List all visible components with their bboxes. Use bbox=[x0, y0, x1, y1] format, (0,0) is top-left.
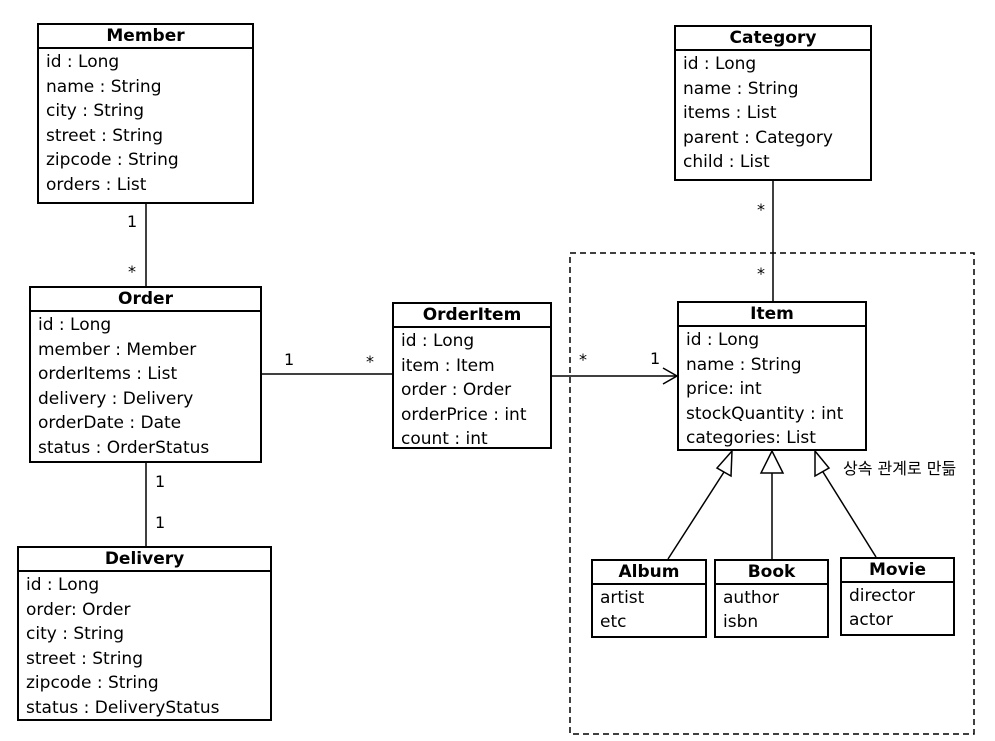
member-class-name: Member bbox=[39, 25, 252, 49]
multiplicity-label: * bbox=[366, 352, 374, 371]
category-attributes: id : Long name : String items : List par… bbox=[676, 51, 870, 175]
category-attr: name : String bbox=[683, 78, 799, 99]
category-class: Category id : Long name : String items :… bbox=[674, 25, 872, 181]
delivery-attributes: id : Long order: Order city : String str… bbox=[19, 572, 270, 720]
orderitem-attr: count : int bbox=[401, 429, 488, 449]
category-class-name: Category bbox=[676, 27, 870, 51]
album-attr: etc bbox=[600, 612, 627, 632]
item-attr: price: int bbox=[686, 379, 762, 399]
member-attr: id : Long bbox=[46, 52, 120, 72]
orderitem-attributes: id : Long item : Item order : Order orde… bbox=[394, 328, 550, 452]
multiplicity-label: 1 bbox=[284, 350, 295, 369]
album-attributes: artist etc bbox=[593, 585, 705, 634]
member-attr: zipcode : String bbox=[46, 150, 179, 170]
order-attr: status : OrderStatus bbox=[38, 437, 210, 458]
item-attr: name : String bbox=[686, 354, 802, 375]
generalization-triangle-center bbox=[759, 449, 785, 474]
order-class: Order id : Long member : Member orderIte… bbox=[29, 286, 262, 463]
orderitem-class-name: OrderItem bbox=[394, 304, 550, 328]
item-attr: id : Long bbox=[686, 330, 760, 350]
order-class-name: Order bbox=[31, 288, 260, 312]
multiplicity-label: 1 bbox=[650, 349, 661, 368]
delivery-attr: status : DeliveryStatus bbox=[26, 697, 220, 718]
category-attr: id : Long bbox=[683, 54, 757, 74]
order-attr: orderItems : List bbox=[38, 364, 178, 384]
delivery-class-name: Delivery bbox=[19, 548, 270, 572]
member-attributes: id : Long name : String city : String st… bbox=[39, 49, 252, 197]
multiplicity-label: 1 bbox=[155, 513, 166, 532]
album-class-name: Album bbox=[593, 561, 705, 585]
generalization-triangle-right bbox=[814, 448, 831, 478]
generalization-triangle-left bbox=[715, 448, 733, 478]
orderitem-attr: orderPrice : int bbox=[401, 404, 527, 425]
category-attr: parent : Category bbox=[683, 127, 833, 148]
book-class-name: Book bbox=[716, 561, 827, 585]
album-class: Album artist etc bbox=[591, 559, 707, 638]
multiplicity-label: 1 bbox=[127, 212, 138, 231]
order-attr: orderDate : Date bbox=[38, 413, 182, 433]
movie-class-name: Movie bbox=[842, 559, 953, 583]
member-attr: orders : List bbox=[46, 174, 147, 195]
multiplicity-label: * bbox=[128, 262, 136, 281]
delivery-attr: street : String bbox=[26, 648, 143, 669]
member-attr: city : String bbox=[46, 101, 145, 121]
delivery-class: Delivery id : Long order: Order city : S… bbox=[17, 546, 272, 721]
album-attr: artist bbox=[600, 588, 645, 608]
order-attr: member : Member bbox=[38, 339, 197, 360]
member-class: Member id : Long name : String city : St… bbox=[37, 23, 254, 204]
member-attr: street : String bbox=[46, 125, 163, 146]
orderitem-class: OrderItem id : Long item : Item order : … bbox=[392, 302, 552, 449]
multiplicity-label: * bbox=[757, 264, 765, 283]
item-class-name: Item bbox=[679, 303, 865, 327]
orderitem-attr: id : Long bbox=[401, 331, 475, 351]
delivery-attr: zipcode : String bbox=[26, 673, 159, 693]
orderitem-attr: order : Order bbox=[401, 380, 512, 400]
category-attr: child : List bbox=[683, 152, 770, 172]
inheritance-boundary bbox=[569, 252, 975, 735]
movie-attr: actor bbox=[849, 610, 893, 630]
delivery-attr: city : String bbox=[26, 624, 125, 644]
item-attr: stockQuantity : int bbox=[686, 403, 844, 424]
album-generalization-line bbox=[667, 471, 725, 560]
item-class: Item id : Long name : String price: int … bbox=[677, 301, 867, 451]
delivery-attr: id : Long bbox=[26, 575, 100, 595]
orderitem-attr: item : Item bbox=[401, 355, 495, 376]
order-attr: delivery : Delivery bbox=[38, 388, 194, 409]
movie-attributes: director actor bbox=[842, 583, 953, 632]
item-attr: categories: List bbox=[686, 428, 816, 448]
multiplicity-label: * bbox=[757, 200, 765, 219]
delivery-attr: order: Order bbox=[26, 599, 131, 620]
movie-attr: director bbox=[849, 586, 915, 606]
order-attr: id : Long bbox=[38, 315, 112, 335]
book-attributes: author isbn bbox=[716, 585, 827, 634]
book-class: Book author isbn bbox=[714, 559, 829, 638]
item-attributes: id : Long name : String price: int stock… bbox=[679, 327, 865, 451]
movie-class: Movie director actor bbox=[840, 557, 955, 636]
order-attributes: id : Long member : Member orderItems : L… bbox=[31, 312, 260, 460]
category-attr: items : List bbox=[683, 103, 777, 123]
multiplicity-label: * bbox=[579, 350, 587, 369]
inheritance-note: 상속 관계로 만듦 bbox=[843, 459, 957, 478]
multiplicity-label: 1 bbox=[155, 472, 166, 491]
book-attr: isbn bbox=[723, 612, 759, 632]
book-attr: author bbox=[723, 588, 780, 608]
member-attr: name : String bbox=[46, 76, 162, 97]
movie-generalization-line bbox=[822, 471, 877, 558]
